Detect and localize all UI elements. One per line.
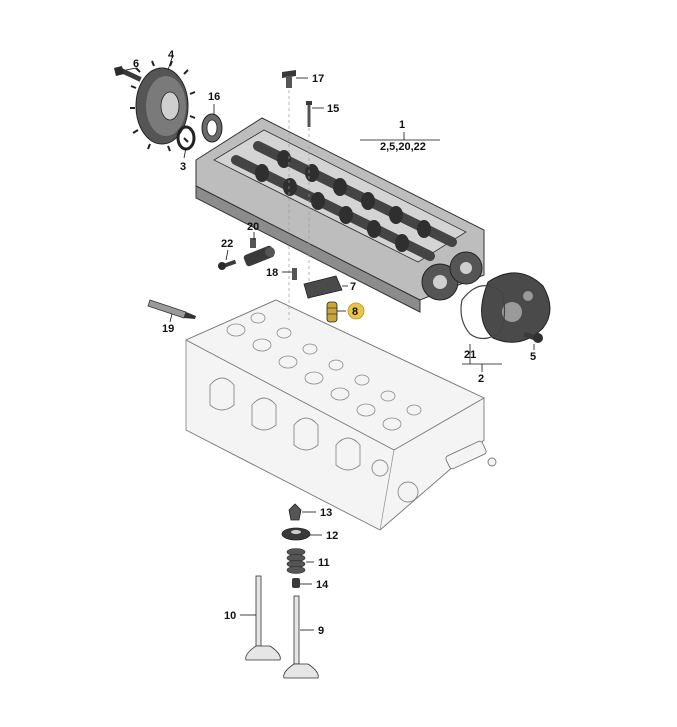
callout-4: 4 (167, 49, 175, 71)
pin-18 (292, 268, 297, 280)
valve-spring-11 (286, 548, 306, 574)
callout-7: 7 (342, 281, 356, 293)
rocker-arm-7 (303, 275, 343, 299)
callout-label-5: 5 (530, 351, 536, 363)
callout-label-11: 11 (318, 557, 330, 569)
callout-label-14: 14 (316, 579, 329, 591)
callout-9: 9 (300, 625, 324, 637)
rear-cover-gasket (460, 285, 506, 340)
callout-label-19: 19 (162, 323, 174, 335)
callout-label-18: 18 (266, 267, 278, 279)
sensor-20 (243, 238, 275, 267)
camshaft-housing (195, 117, 485, 313)
callout-label-8: 8 (352, 306, 358, 318)
callout-label-21: 21 (464, 349, 476, 361)
callout-label-20: 20 (247, 221, 259, 233)
callout-label-9: 9 (318, 625, 324, 637)
callout-label-6: 6 (133, 58, 139, 70)
valve-collet-13 (288, 503, 302, 521)
bolt-5 (523, 331, 543, 343)
callout-5: 5 (530, 344, 536, 363)
bolt-6 (114, 66, 142, 82)
camshaft-end-gears (421, 251, 483, 301)
callout-label-2: 2 (478, 373, 484, 385)
callout-12: 12 (310, 530, 338, 542)
callout-3: 3 (180, 147, 187, 173)
bolt-15 (306, 101, 312, 127)
callout-label-7: 7 (350, 281, 356, 293)
sealant-tube-19 (147, 299, 196, 319)
callout-20: 20 (247, 221, 259, 240)
callout-label-17: 17 (312, 73, 324, 85)
bolt-17 (282, 70, 296, 88)
callout-16: 16 (208, 91, 220, 114)
valve-9 (283, 595, 319, 679)
callout-2: 2 (462, 363, 502, 385)
valve-10 (245, 575, 281, 661)
callout-label-3: 3 (180, 161, 186, 173)
callout-8: 8 (337, 302, 365, 320)
callout-label-15: 15 (327, 103, 339, 115)
callout-label-1-sub: 2,5,20,22 (380, 141, 426, 153)
callout-label-22: 22 (221, 238, 233, 250)
rear-cover-plate (481, 272, 551, 343)
callout-21: 21 (464, 344, 476, 364)
callout-13: 13 (302, 507, 332, 519)
callout-22: 22 (221, 238, 233, 261)
callout-label-13: 13 (320, 507, 332, 519)
callout-10: 10 (224, 610, 256, 622)
callout-11: 11 (306, 557, 330, 569)
spring-retainer-12 (281, 527, 311, 541)
callout-label-16: 16 (208, 91, 220, 103)
callout-label-4: 4 (168, 49, 175, 61)
callout-label-1: 1 (399, 119, 405, 131)
bolt-22 (218, 259, 237, 270)
callout-14: 14 (300, 579, 329, 591)
hub-3 (176, 125, 196, 151)
callout-19: 19 (162, 313, 174, 335)
hydraulic-tappet-8 (326, 301, 338, 323)
callout-18: 18 (266, 267, 292, 279)
callout-17: 17 (296, 73, 324, 85)
camshafts (231, 141, 457, 261)
callout-1: 1 2,5,20,22 (360, 119, 440, 153)
seal-16 (201, 113, 223, 143)
callout-15: 15 (312, 103, 339, 115)
callout-label-12: 12 (326, 530, 338, 542)
highlight-badge (347, 302, 365, 320)
valve-stem-seal-14 (292, 578, 300, 588)
cylinder-head (184, 299, 497, 531)
camshaft-sprocket (130, 60, 196, 152)
callout-6: 6 (125, 58, 139, 71)
callout-label-10: 10 (224, 610, 236, 622)
